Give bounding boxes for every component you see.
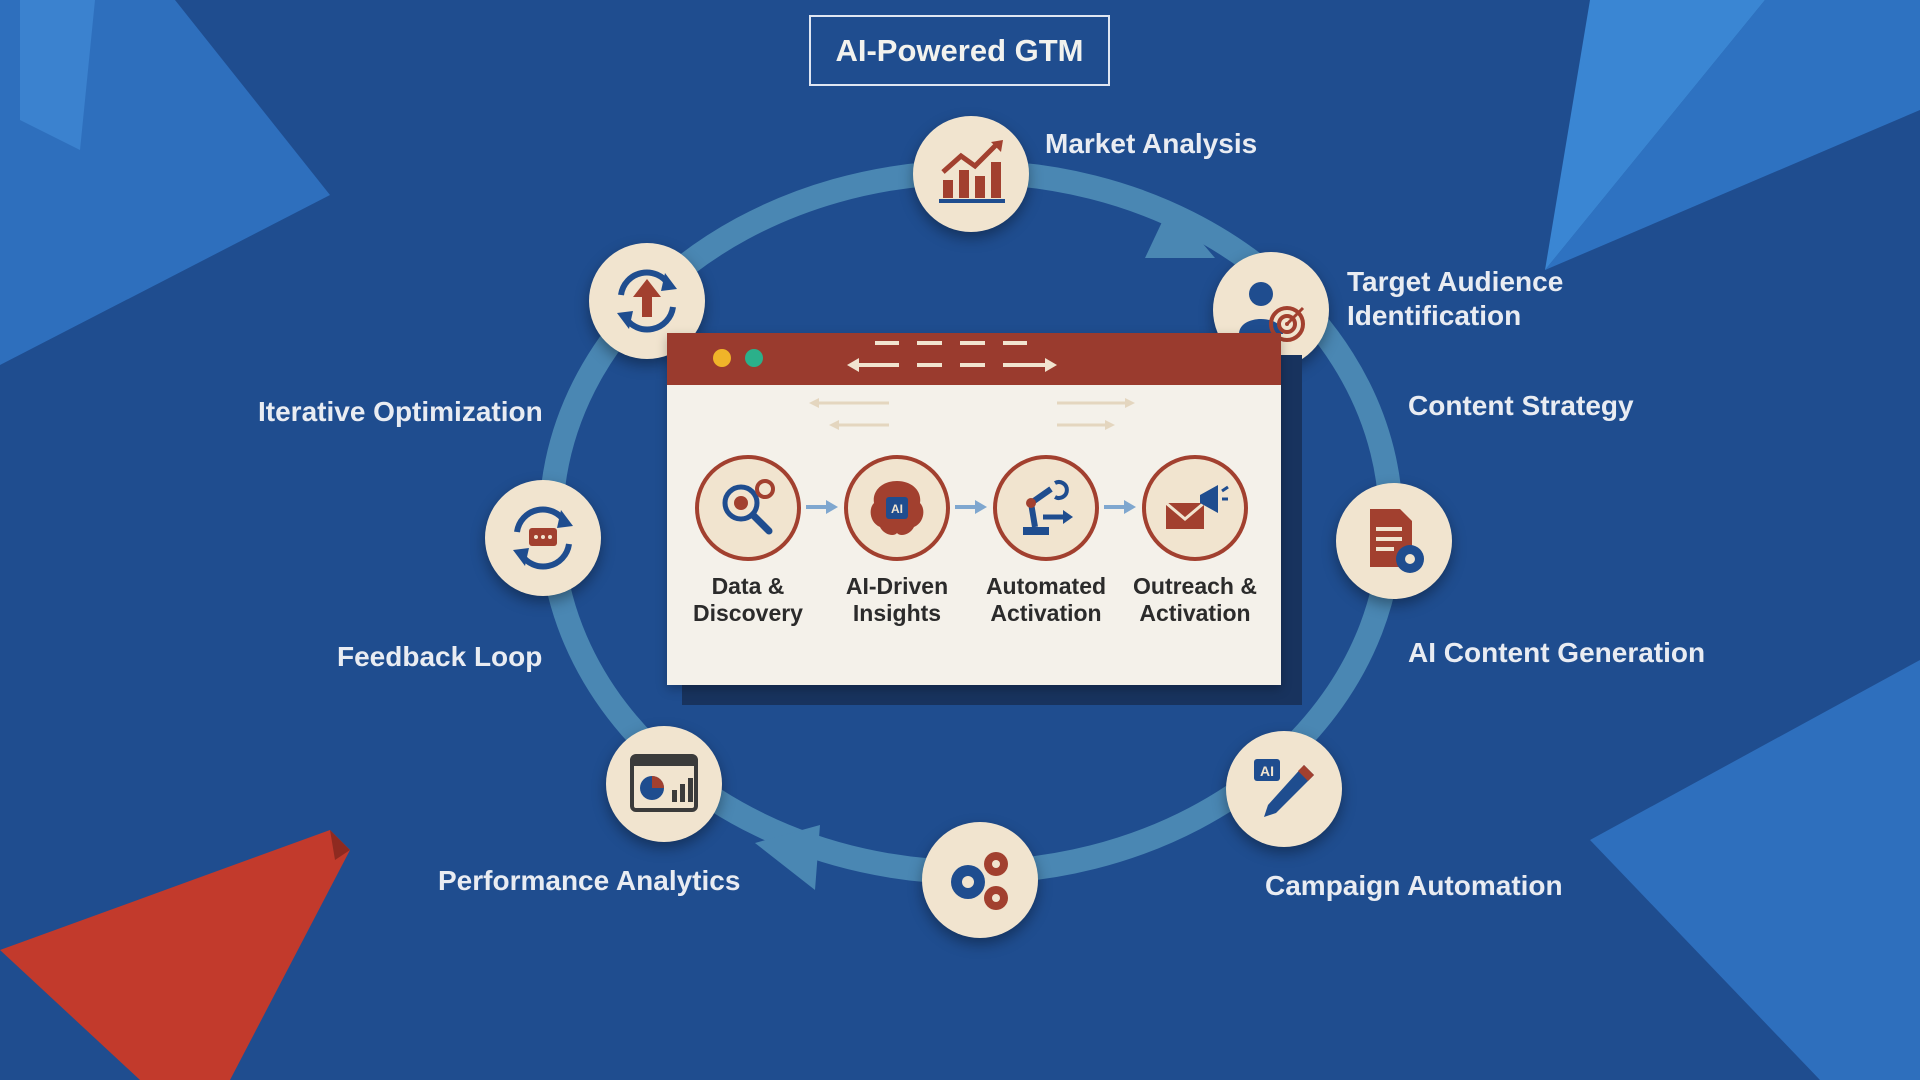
decor-triangle-bottom-left-red xyxy=(0,830,350,1080)
window-dot-green xyxy=(745,349,763,367)
ai-pen-icon: AI xyxy=(1254,759,1314,817)
label-target-audience: Target Audience Identification xyxy=(1347,265,1563,333)
step-label-line1: AI-Driven xyxy=(845,573,949,599)
ai-brain-icon: AI xyxy=(870,481,924,535)
panel-title-bar xyxy=(667,333,1281,385)
step-label-line2: Discovery xyxy=(693,600,803,626)
step-circle xyxy=(993,455,1099,561)
refresh-upload-icon xyxy=(617,269,677,333)
step-label: Automated Activation xyxy=(986,573,1106,627)
step-label-line1: Automated xyxy=(985,573,1107,599)
chat-refresh-icon xyxy=(513,506,573,570)
label-target-audience-line1: Target Audience xyxy=(1347,266,1564,297)
diagram-title: AI-Powered GTM xyxy=(809,15,1110,86)
step-outreach-activation: Outreach & Activation xyxy=(1120,455,1270,627)
analytics-dashboard-icon xyxy=(630,754,698,812)
decor-triangle-bottom-right xyxy=(1590,660,1920,1080)
step-label-line1: Data & xyxy=(711,573,785,599)
label-campaign-automation: Campaign Automation xyxy=(1265,870,1563,901)
user-target-icon xyxy=(1239,282,1305,342)
node-market-analysis xyxy=(913,116,1029,232)
document-gear-icon xyxy=(1370,509,1424,573)
node-ai-content-generation: AI xyxy=(1226,731,1342,847)
label-content-strategy: Content Strategy xyxy=(1408,390,1634,421)
step-label-line2: Insights xyxy=(852,600,942,626)
step-ai-driven-insights: AI AI-Driven Insights xyxy=(822,455,972,627)
step-arrow-icon xyxy=(1104,500,1136,514)
panel-faint-arrows xyxy=(809,398,1135,430)
step-circle xyxy=(1142,455,1248,561)
node-content-strategy xyxy=(1336,483,1452,599)
node-feedback-loop xyxy=(485,480,601,596)
step-label-line1: Outreach & xyxy=(1133,573,1257,599)
step-arrow-icon xyxy=(806,500,838,514)
step-automated-activation: Automated Activation xyxy=(971,455,1121,627)
step-data-discovery: Data & Discovery xyxy=(673,455,823,627)
center-panel: Data & Discovery AI AI-Driven Insights xyxy=(667,333,1281,685)
magnifier-gear-icon xyxy=(722,479,775,535)
step-label: AI-Driven Insights xyxy=(846,573,948,627)
label-iterative-optimization: Iterative Optimization xyxy=(258,396,543,427)
label-feedback-loop: Feedback Loop xyxy=(337,641,543,672)
step-label: Data & Discovery xyxy=(693,573,803,627)
decor-triangle-bottom-left-red-edge xyxy=(330,830,350,860)
ring-arrow-bottom-left xyxy=(755,825,820,890)
bar-chart-trend-icon xyxy=(939,140,1005,203)
window-dot-yellow xyxy=(713,349,731,367)
step-arrow-icon xyxy=(955,500,987,514)
step-label-line2: Activation xyxy=(1139,600,1251,626)
bar-arrows-icon xyxy=(847,341,1057,372)
label-ai-content-generation: AI Content Generation xyxy=(1408,637,1706,668)
envelope-megaphone-icon xyxy=(1165,485,1229,529)
decor-triangle-top-left-inner xyxy=(20,0,95,150)
chip-ai-text: AI xyxy=(1260,763,1274,779)
label-performance-analytics: Performance Analytics xyxy=(438,865,741,896)
step-label-line2: Activation xyxy=(990,600,1102,626)
gears-icon xyxy=(951,852,1008,910)
label-market-analysis: Market Analysis xyxy=(1045,128,1258,159)
node-performance-analytics xyxy=(606,726,722,842)
ring-arrow-top-right xyxy=(1145,205,1215,258)
decor-triangle-top-right xyxy=(1545,0,1920,270)
chip-ai-text: AI xyxy=(891,502,903,516)
decor-triangle-top-right-inner xyxy=(1545,0,1765,270)
step-circle: AI xyxy=(844,455,950,561)
node-campaign-automation xyxy=(922,822,1038,938)
robot-arm-icon xyxy=(1023,480,1073,535)
step-label: Outreach & Activation xyxy=(1133,573,1257,627)
step-circle xyxy=(695,455,801,561)
label-target-audience-line2: Identification xyxy=(1347,300,1522,331)
